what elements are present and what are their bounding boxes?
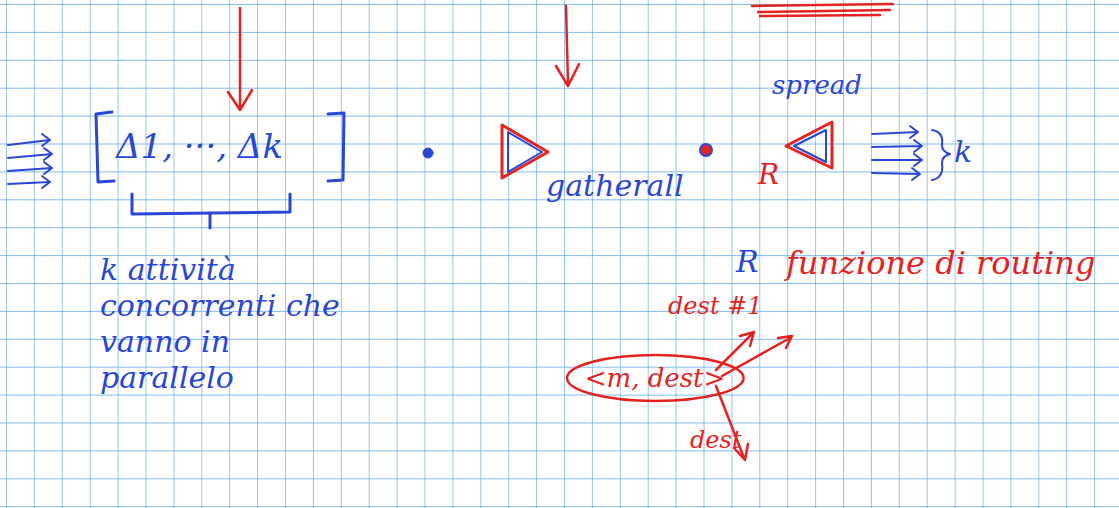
handwritten-note: spread — [772, 70, 862, 101]
circled-message: <m, dest> — [565, 353, 746, 403]
handwritten-note: gatherall — [546, 168, 684, 204]
handwritten-note: k attività concorrenti che vanno in para… — [100, 252, 350, 396]
handwritten-note: funzione di routing — [786, 244, 1095, 282]
handwritten-note: R — [736, 244, 759, 280]
handwritten-note: k — [954, 134, 972, 170]
handwritten-note: dest #1 — [668, 292, 763, 321]
message-text: <m, dest> — [585, 363, 766, 393]
handwritten-note: Δ1, ···, Δk — [116, 126, 283, 167]
handwritten-note: R — [758, 158, 779, 192]
handwritten-note: dest — [690, 426, 742, 455]
